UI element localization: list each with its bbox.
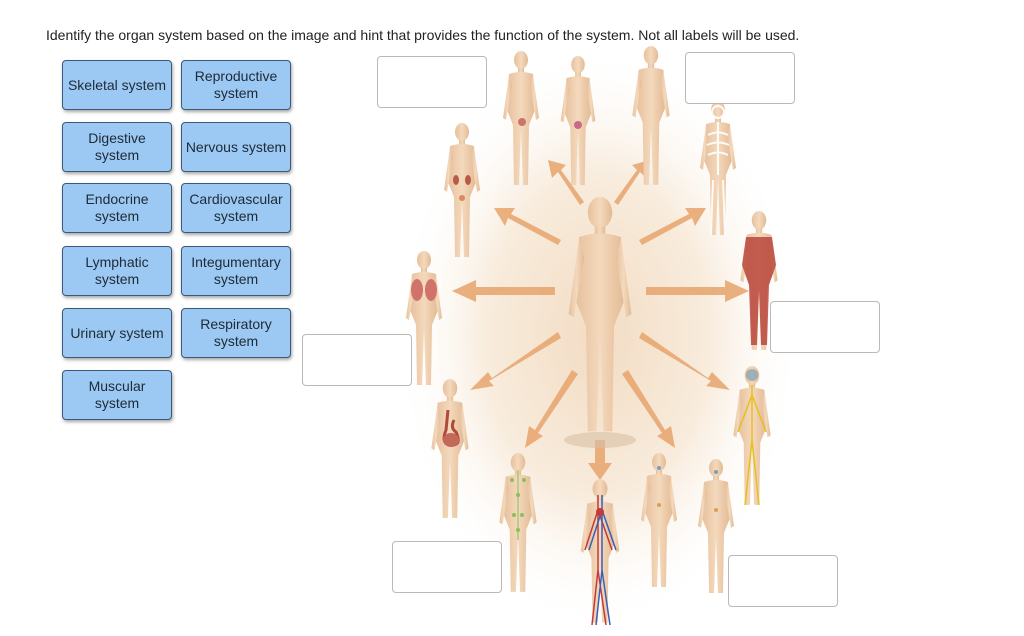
arrow-left-up-icon: [494, 208, 561, 245]
label-lymphatic-system[interactable]: Lymphatic system: [62, 246, 172, 296]
arrow-down-right-icon: [622, 370, 675, 448]
lymphatic-figure: [499, 453, 537, 592]
arrow-left-icon: [452, 280, 555, 302]
arrows: [452, 160, 749, 480]
muscular-figure: [740, 211, 778, 350]
arrow-right-up-icon: [639, 208, 706, 245]
drop-target-4[interactable]: [302, 334, 412, 386]
label-urinary-system[interactable]: Urinary system: [62, 308, 172, 358]
arrow-up-right-icon: [614, 160, 650, 205]
label-reproductive-system[interactable]: Reproductive system: [181, 60, 291, 110]
label-respiratory-system[interactable]: Respiratory system: [181, 308, 291, 358]
skeletal-figure: [700, 101, 736, 236]
digestive-figure: [431, 379, 469, 518]
nervous-figure: [733, 366, 771, 506]
arrow-right-icon: [646, 280, 749, 302]
arrow-down-icon: [588, 440, 612, 480]
endocrine-figures: [641, 453, 734, 593]
label-endocrine-system[interactable]: Endocrine system: [62, 183, 172, 233]
question-instruction: Identify the organ system based on the i…: [46, 27, 800, 43]
drop-target-6[interactable]: [728, 555, 838, 607]
label-cardiovascular-system[interactable]: Cardiovascular system: [181, 183, 291, 233]
label-digestive-system[interactable]: Digestive system: [62, 122, 172, 172]
label-skeletal-system[interactable]: Skeletal system: [62, 60, 172, 110]
label-integumentary-system[interactable]: Integumentary system: [181, 246, 291, 296]
drop-target-3[interactable]: [770, 301, 880, 353]
drop-target-2[interactable]: [685, 52, 795, 104]
respiratory-figure: [406, 251, 442, 385]
urinary-figure: [444, 123, 480, 257]
label-muscular-system[interactable]: Muscular system: [62, 370, 172, 420]
arrow-down-left-icon: [525, 370, 578, 448]
arrow-right-down-icon: [639, 332, 730, 390]
drop-target-1[interactable]: [377, 56, 487, 108]
label-nervous-system[interactable]: Nervous system: [181, 122, 291, 172]
cardiovascular-figure: [580, 479, 620, 626]
reproductive-figures: [503, 51, 596, 186]
arrow-left-down-icon: [470, 332, 561, 390]
arrow-up-left-icon: [548, 160, 584, 205]
drop-target-5[interactable]: [392, 541, 502, 593]
